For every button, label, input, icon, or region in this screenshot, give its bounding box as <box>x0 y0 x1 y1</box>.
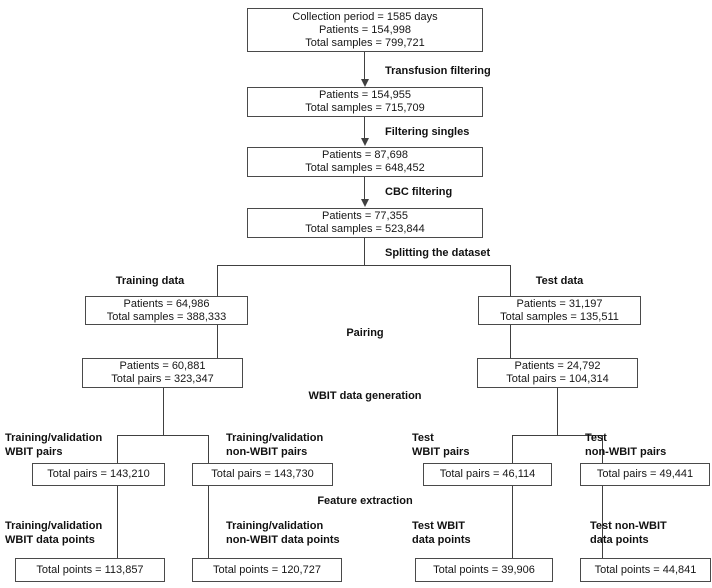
label-line: Training/validation <box>5 432 103 444</box>
connector-test-pairing <box>557 387 558 436</box>
node-test-nonwbit-pairs: Total pairs = 49,441 <box>580 463 710 486</box>
arrow-down-icon <box>361 138 369 146</box>
node-text: Patients = 154,955 <box>318 89 412 101</box>
node-after-filtering-singles: Patients = 87,698 Total samples = 648,45… <box>247 147 483 177</box>
node-text: Total points = 113,857 <box>36 563 144 576</box>
node-text: Patients = 24,792 <box>514 360 601 372</box>
node-text: Total pairs = 49,441 <box>596 468 694 480</box>
node-collection: Collection period = 1585 days Patients =… <box>247 8 483 52</box>
node-text: Patients = 64,986 <box>123 297 210 310</box>
node-text: Total points = 44,841 <box>594 563 697 576</box>
connector-tv-nonwbit-drop <box>208 435 209 558</box>
branch-label-tv-nonwbit-points: Training/validation non-WBIT data points <box>226 519 340 547</box>
step-label-cbc-filtering: CBC filtering <box>385 186 453 198</box>
label-line: WBIT data points <box>5 534 95 546</box>
node-text: Total samples = 523,844 <box>305 223 425 235</box>
node-text: Collection period = 1585 days <box>292 10 438 23</box>
connector-training-pairing <box>163 387 164 436</box>
branch-label-tv-wbit-points: Training/validation WBIT data points <box>5 519 102 547</box>
node-text: Total points = 120,727 <box>213 563 321 576</box>
arrow-down-icon <box>361 79 369 87</box>
connector-right-split-bar <box>512 435 603 436</box>
node-text: Total pairs = 143,210 <box>47 468 150 480</box>
step-label-wbit-data-generation: WBIT data generation <box>308 390 422 402</box>
label-line: Test non-WBIT <box>590 520 667 532</box>
node-test-nonwbit-points: Total points = 44,841 <box>580 558 711 582</box>
label-line: non-WBIT data points <box>226 534 340 546</box>
connector-split-bar <box>217 265 511 266</box>
label-line: Training/validation <box>5 520 103 532</box>
branch-label-test-data: Test data <box>535 275 584 287</box>
branch-label-test-nonwbit-pairs: Test non-WBIT pairs <box>585 431 666 459</box>
node-tv-nonwbit-points: Total points = 120,727 <box>192 558 342 582</box>
label-line: Training/validation <box>226 432 324 444</box>
label-line: data points <box>590 534 649 546</box>
arrow-down-icon <box>361 199 369 207</box>
connector-axis-2 <box>364 117 365 139</box>
node-text: Patients = 31,197 <box>516 297 603 310</box>
node-text: Patients = 77,355 <box>322 210 408 222</box>
node-tv-wbit-points: Total points = 113,857 <box>15 558 165 582</box>
step-label-filtering-singles: Filtering singles <box>385 126 470 138</box>
label-line: data points <box>412 534 471 546</box>
label-line: non-WBIT pairs <box>585 446 667 458</box>
connector-axis-3 <box>364 176 365 200</box>
node-text: Patients = 154,998 <box>318 23 412 36</box>
node-text: Total points = 39,906 <box>433 563 535 576</box>
node-text: Patients = 60,881 <box>119 360 206 372</box>
node-after-cbc-filtering: Patients = 77,355 Total samples = 523,84… <box>247 208 483 238</box>
node-tv-wbit-pairs: Total pairs = 143,210 <box>32 463 165 486</box>
step-label-splitting-dataset: Splitting the dataset <box>385 247 491 259</box>
branch-label-test-wbit-points: Test WBIT data points <box>412 519 471 547</box>
node-test-wbit-points: Total points = 39,906 <box>415 558 553 582</box>
label-line: Test <box>412 432 434 444</box>
connector-left-split-bar <box>117 435 209 436</box>
node-text: Total samples = 388,333 <box>106 310 227 323</box>
node-text: Patients = 87,698 <box>322 149 408 161</box>
node-training-data: Patients = 64,986 Total samples = 388,33… <box>85 296 248 325</box>
step-label-feature-extraction: Feature extraction <box>317 495 413 507</box>
node-test-wbit-pairs: Total pairs = 46,114 <box>423 463 552 486</box>
node-test-data: Patients = 31,197 Total samples = 135,51… <box>478 296 641 325</box>
connector-axis-4 <box>364 237 365 266</box>
branch-label-test-wbit-pairs: Test WBIT pairs <box>412 431 469 459</box>
connector-test-nonwbit-drop <box>602 435 603 558</box>
connector-test-wbit-drop <box>512 435 513 558</box>
node-text: Total samples = 135,511 <box>500 310 619 323</box>
branch-label-tv-wbit-pairs: Training/validation WBIT pairs <box>5 431 102 459</box>
step-label-pairing: Pairing <box>346 327 384 339</box>
connector-tv-wbit-drop <box>117 435 118 558</box>
branch-label-tv-nonwbit-pairs: Training/validation non-WBIT pairs <box>226 431 323 459</box>
label-line: WBIT pairs <box>5 446 63 458</box>
node-after-transfusion-filtering: Patients = 154,955 Total samples = 715,7… <box>247 87 483 117</box>
node-tv-nonwbit-pairs: Total pairs = 143,730 <box>192 463 333 486</box>
branch-label-training-data: Training data <box>115 275 185 287</box>
node-text: Total samples = 799,721 <box>305 36 425 49</box>
node-text: Total pairs = 323,347 <box>111 373 214 385</box>
step-label-transfusion-filtering: Transfusion filtering <box>385 65 491 77</box>
label-line: non-WBIT pairs <box>226 446 308 458</box>
label-line: Training/validation <box>226 520 324 532</box>
branch-label-test-nonwbit-points: Test non-WBIT data points <box>590 519 667 547</box>
node-text: Total pairs = 104,314 <box>506 373 609 385</box>
node-text: Total pairs = 143,730 <box>211 468 314 480</box>
node-text: Total samples = 648,452 <box>305 162 425 174</box>
node-test-pairs: Patients = 24,792 Total pairs = 104,314 <box>477 358 638 388</box>
label-line: Test <box>585 432 607 444</box>
node-text: Total samples = 715,709 <box>305 102 425 114</box>
node-text: Total pairs = 46,114 <box>439 468 536 480</box>
node-training-pairs: Patients = 60,881 Total pairs = 323,347 <box>82 358 243 388</box>
label-line: WBIT pairs <box>412 446 470 458</box>
connector-axis-1 <box>364 52 365 80</box>
label-line: Test WBIT <box>412 520 465 532</box>
